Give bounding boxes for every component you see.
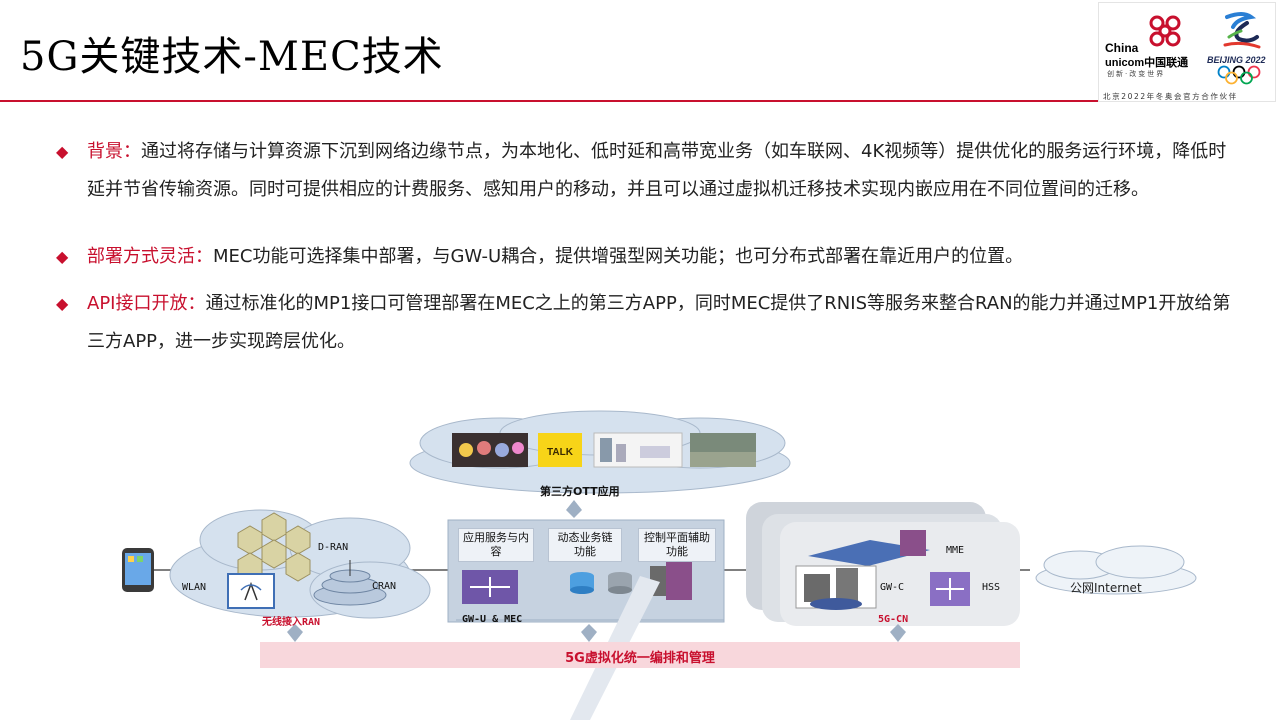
bullet-api: ◆ API接口开放：通过标准化的MP1接口可管理部署在MEC之上的第三方APP，… <box>56 285 1236 361</box>
bullet-text: 通过标准化的MP1接口可管理部署在MEC之上的第三方APP，同时MEC提供了RN… <box>87 293 1231 352</box>
bullet-background: ◆ 背景：通过将存储与计算资源下沉到网络边缘节点，为本地化、低时延和高带宽业务（… <box>56 133 1236 209</box>
beijing-2022-emblem-icon <box>1223 12 1261 49</box>
diamond-bullet-icon: ◆ <box>56 142 69 161</box>
app-thumb-talk <box>538 433 582 467</box>
olympic-wordmark: BEIJING 2022 <box>1207 55 1266 65</box>
orchestration-bar: 5G虚拟化统一编排和管理 <box>260 642 1020 668</box>
core-network-label: 5G-CN <box>878 614 909 625</box>
page-title: 5G关键技术-MEC技术 <box>20 34 444 80</box>
cran-label: CRAN <box>372 581 397 592</box>
gwc-label: GW-C <box>880 582 905 593</box>
mme-server-icon <box>808 530 930 566</box>
ott-app-label: 第三方OTT应用 <box>540 485 620 498</box>
internet-cloud <box>1032 540 1202 598</box>
bullet-text: MEC功能可选择集中部署，与GW-U耦合，提供增强型网关功能；也可分布式部署在靠… <box>213 246 1024 267</box>
brand-name-line1: China <box>1105 41 1139 55</box>
mec-label: GW-U & MEC <box>462 614 523 625</box>
mec-box-app-service: 应用服务与内容 <box>458 528 534 562</box>
china-unicom-knot-logo <box>1149 15 1181 47</box>
hss-server-icon <box>930 572 970 606</box>
hss-label: HSS <box>982 582 1001 593</box>
server-icon <box>650 562 692 600</box>
mec-box-control-plane: 控制平面辅助功能 <box>638 528 716 562</box>
diamond-bullet-icon: ◆ <box>56 294 69 313</box>
olympic-rings-icon <box>1217 65 1261 85</box>
title-divider <box>0 100 1098 102</box>
internet-label: 公网Internet <box>1070 581 1142 595</box>
dran-label: D-RAN <box>318 542 349 553</box>
ran-label: 无线接入RAN <box>262 617 321 628</box>
gwc-server-icon <box>795 565 877 610</box>
diamond-bullet-icon: ◆ <box>56 247 69 266</box>
cran-tower-icon <box>313 560 387 606</box>
core-network-panel <box>746 502 1020 626</box>
olympic-partner-text: 北京2022年冬奥会官方合作伙伴 <box>1103 92 1238 101</box>
logo-panel: China unicom中国联通 创新·改变世界 BEIJING 2022 北京… <box>1098 2 1276 102</box>
brand-name-line2: unicom中国联通 <box>1105 57 1189 69</box>
talk-label: TALK <box>547 447 574 458</box>
bullet-title: 部署方式灵活： <box>87 246 213 267</box>
wlan-label: WLAN <box>182 582 207 593</box>
router-icon <box>462 570 518 604</box>
bullet-title: 背景： <box>87 141 141 162</box>
database-icon <box>570 572 632 594</box>
mme-label: MME <box>946 545 965 556</box>
connector-arrows <box>287 500 906 642</box>
mec-box-service-chain: 动态业务链功能 <box>548 528 622 562</box>
orchestration-label: 5G虚拟化统一编排和管理 <box>565 651 715 666</box>
bullet-text: 通过将存储与计算资源下沉到网络边缘节点，为本地化、低时延和高带宽业务（如车联网、… <box>87 141 1227 200</box>
bullet-deployment: ◆ 部署方式灵活：MEC功能可选择集中部署，与GW-U耦合，提供增强型网关功能；… <box>56 238 1236 276</box>
brand-slogan: 创新·改变世界 <box>1107 70 1166 78</box>
wlan-ap-icon <box>227 573 275 609</box>
hex-cell-cluster-icon <box>237 512 311 582</box>
ott-app-thumbnails <box>452 432 756 468</box>
phone-icon <box>122 548 154 592</box>
bullet-title: API接口开放： <box>87 293 206 314</box>
